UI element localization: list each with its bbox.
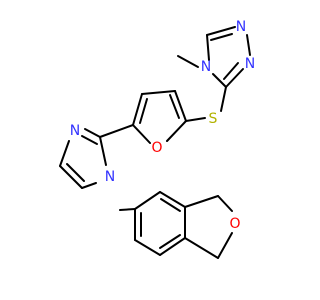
bond-furan-o-c5 [166,120,187,142]
bond-c3-n4 [212,73,227,88]
bond-benz-1-2 [134,191,161,210]
bond-imid-c2-n3-double [81,135,98,145]
bond-imid-c4-c5-double [66,163,85,182]
bond-furan-c3-c2-double [139,98,148,124]
bond-benz-2-3-inner [160,198,181,212]
bond-benz-4-5 [159,237,186,256]
atom-n-triazole-4: N [201,59,211,75]
bond-o-ch2-bottom [217,232,233,259]
bond-furan-c5-c4 [174,90,187,122]
atom-o-isobenzofuran: O [229,216,240,232]
molecule-svg: N N N S O N N O [59,19,255,259]
atom-o-furan: O [151,140,162,156]
atom-s-thioether: S [209,111,218,127]
bond-benz-2-3 [159,191,186,208]
bond-c5-n1 [206,26,236,36]
bond-c3-s [220,86,227,112]
bond-benz-5-6 [134,239,161,256]
bond-imid-n1-c2 [99,136,107,166]
atom-n-imidazole-3: N [70,123,80,139]
atom-n-triazole-2: N [245,56,255,72]
bond-n2-c3 [225,68,244,88]
bond-n1-n2 [246,34,251,56]
bond-n4-c5 [206,34,210,61]
atom-n-imidazole-1: N [105,169,115,185]
bond-imid-c5-n1 [81,182,97,189]
bond-ch2-bottom-c7a [184,237,219,259]
bond-imid-n3-c4 [59,140,70,167]
bond-s-furan-c5 [185,117,206,122]
atom-labels: N N N S O N N O [70,19,255,232]
bond-furan-c2-imid-c2 [99,124,134,138]
bond-benz-4-5-inner [159,234,181,249]
bond-furan-c2-o [132,124,151,144]
bond-c5-n1-double [210,33,233,41]
bond-imid-c2-n3 [84,128,101,138]
bond-n1-benzene [119,208,136,211]
bond-imid-c4-c5 [59,165,83,189]
bonds [59,26,251,259]
bond-furan-c4-c3 [141,90,176,95]
bond-methyl-n4 [177,55,199,68]
atom-n-triazole-1: N [236,19,246,35]
bond-n2-c3-double [223,62,239,80]
bond-c3a-ch2-top [184,195,219,208]
bond-furan-c5-c4-double [169,94,180,119]
structure-diagram: N N N S O N N O [59,19,255,259]
bond-furan-c3-c2 [132,93,143,126]
bond-ch2-top-o [217,195,233,212]
